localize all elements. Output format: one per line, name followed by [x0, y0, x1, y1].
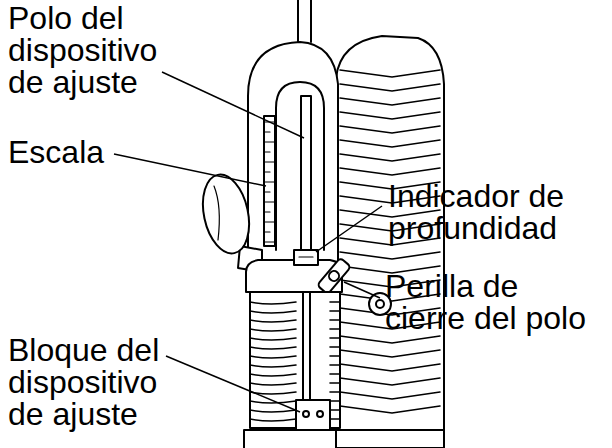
depth-indicator	[294, 250, 318, 265]
power-cord	[298, 0, 311, 42]
leader-line	[316, 206, 382, 252]
lower-pole	[303, 292, 310, 402]
base-plate	[244, 430, 444, 448]
leader-line	[344, 282, 380, 298]
handle-knob	[196, 170, 256, 257]
leader-line	[114, 154, 266, 186]
scale-ticks	[264, 122, 275, 242]
leader-line	[162, 72, 304, 138]
stopper-block	[296, 400, 330, 430]
leader-line	[166, 356, 300, 412]
scale-strip	[264, 116, 275, 246]
adjusting-pole	[301, 96, 311, 256]
part-label: Polo del dispositivo de ajuste	[8, 2, 168, 98]
part-label: Escala	[8, 136, 148, 168]
part-label: Bloque del dispositivo de ajuste	[8, 334, 168, 430]
lock-knob	[317, 258, 351, 295]
part-label: Indicador de profundidad	[388, 180, 608, 244]
part-label: Perilla de cierre del polo	[385, 270, 600, 334]
column-housing	[248, 42, 338, 272]
